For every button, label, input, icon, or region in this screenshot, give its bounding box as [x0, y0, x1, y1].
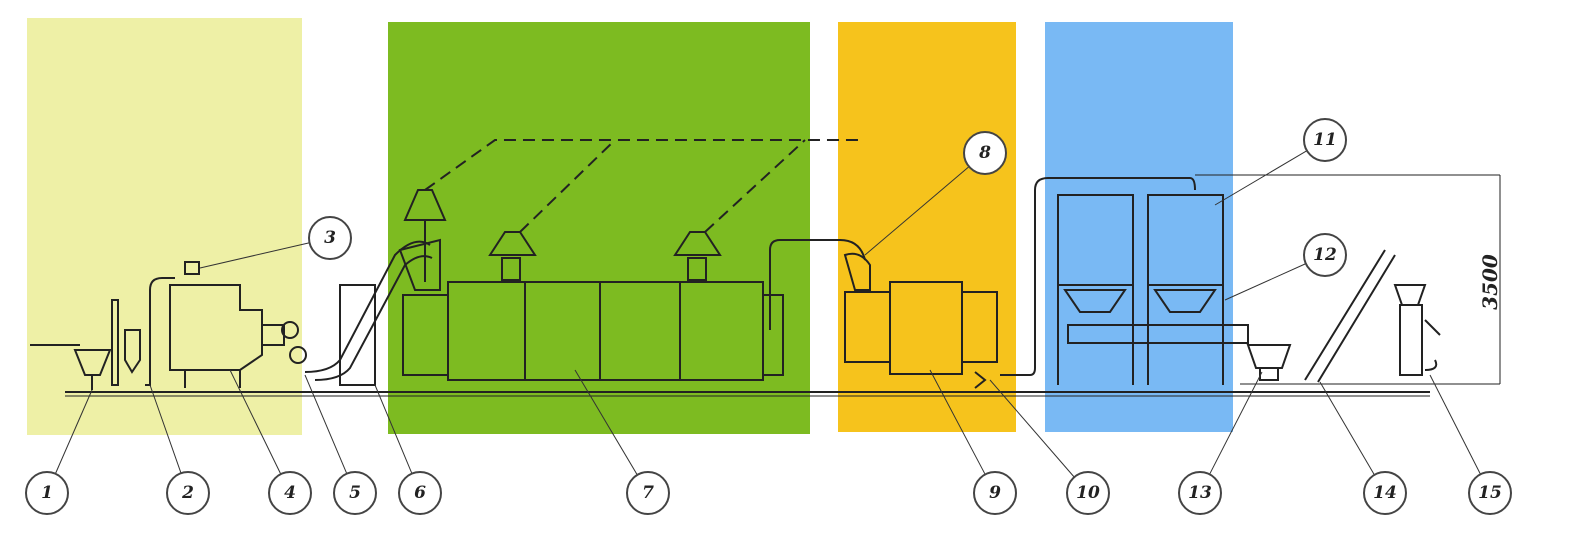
callout-circle	[626, 471, 670, 515]
callout-7: 7	[574, 369, 670, 515]
hopper-1	[30, 344, 112, 390]
callout-circle	[973, 471, 1017, 515]
callout-14: 14	[1319, 381, 1407, 515]
leader-line	[1224, 263, 1307, 301]
zone-preparation	[27, 18, 302, 435]
callout-circle	[268, 471, 312, 515]
callout-circle	[1303, 233, 1347, 277]
callout-number: 5	[349, 483, 361, 503]
callout-number: 15	[1478, 483, 1502, 503]
callout-9: 9	[929, 369, 1017, 515]
floor-line	[65, 391, 1430, 397]
callout-11: 11	[1214, 118, 1347, 206]
callout-number: 3	[324, 228, 336, 248]
leader-line	[1209, 371, 1263, 475]
leader-line	[1429, 374, 1481, 475]
leader-line	[199, 242, 310, 269]
leader-line	[574, 369, 638, 476]
callout-circle	[333, 471, 377, 515]
callout-circle	[1363, 471, 1407, 515]
feeder-2	[111, 277, 175, 386]
leader-line	[229, 369, 282, 475]
callout-number: 1	[41, 483, 53, 503]
mill-9	[843, 252, 998, 389]
callout-1: 1	[25, 389, 93, 515]
callout-circle	[963, 131, 1007, 175]
zone-storage	[1045, 22, 1233, 432]
mixer-4	[169, 261, 307, 388]
callout-circle	[1303, 118, 1347, 162]
callout-13: 13	[1178, 371, 1263, 515]
callout-number: 2	[181, 483, 194, 503]
callout-circle	[308, 216, 352, 260]
callout-3: 3	[199, 216, 352, 269]
leader-line	[989, 379, 1075, 478]
leader-line	[1319, 381, 1375, 476]
callout-8: 8	[864, 131, 1007, 256]
callout-12: 12	[1224, 233, 1347, 301]
callout-2: 2	[149, 384, 210, 515]
callout-number: 14	[1373, 483, 1397, 503]
callout-circle	[398, 471, 442, 515]
callout-number: 8	[978, 143, 991, 163]
leader-line	[149, 384, 182, 474]
zone-processing	[838, 22, 1016, 432]
callout-number: 10	[1076, 483, 1100, 503]
callout-number: 13	[1188, 483, 1212, 503]
callout-number: 7	[642, 483, 654, 503]
leader-line	[1214, 150, 1308, 206]
callout-4: 4	[229, 369, 312, 515]
leader-line	[54, 389, 93, 474]
callout-number: 9	[989, 483, 1001, 503]
callout-6: 6	[374, 384, 442, 515]
callout-15: 15	[1429, 374, 1512, 515]
callout-10: 10	[989, 379, 1110, 515]
callout-circle	[25, 471, 69, 515]
callout-number: 4	[284, 483, 296, 503]
callout-number: 12	[1313, 245, 1337, 265]
callout-circle	[166, 471, 210, 515]
packing-13-15	[1246, 249, 1441, 383]
dryer-7	[402, 139, 866, 381]
callout-number: 6	[414, 483, 426, 503]
leader-line	[304, 374, 348, 474]
callout-circle	[1468, 471, 1512, 515]
silos-11	[1000, 174, 1501, 385]
callout-circle	[1066, 471, 1110, 515]
callout-5: 5	[304, 374, 377, 515]
callout-circle	[1178, 471, 1222, 515]
leader-line	[929, 369, 986, 475]
leader-line	[374, 384, 413, 474]
callout-number: 11	[1313, 130, 1337, 150]
leader-line	[864, 166, 970, 256]
height-dimension-label: 3500	[1478, 254, 1502, 310]
